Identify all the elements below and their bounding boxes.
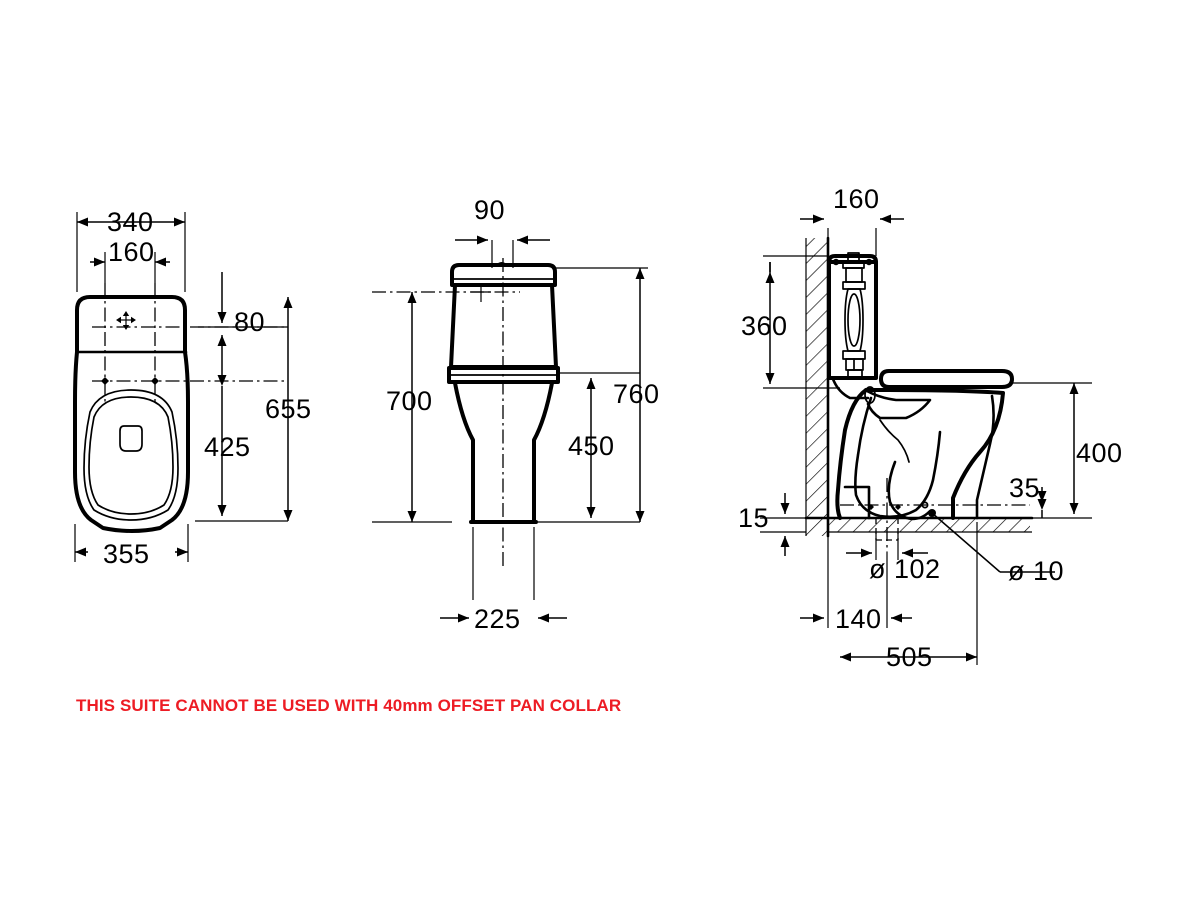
side-pan-outline — [835, 388, 1005, 520]
side-dim-140-label: 140 — [835, 604, 882, 634]
plan-dim-340-label: 340 — [107, 207, 154, 237]
front-dimension-90: 90 — [455, 195, 550, 268]
warning-note: THIS SUITE CANNOT BE USED WITH 40mm OFFS… — [76, 696, 621, 715]
side-dim-400-label: 400 — [1076, 438, 1123, 468]
plan-dimension-655: 655 — [265, 297, 312, 521]
plan-center-cross-marker — [116, 311, 136, 330]
plan-dim-160-label: 160 — [108, 237, 155, 267]
side-cistern-lid — [827, 254, 878, 264]
side-leader-d10-dot — [928, 509, 936, 517]
front-cistern-collar — [447, 366, 560, 384]
side-pan-back-wall — [975, 394, 995, 520]
front-dimension-225: 225 — [440, 604, 567, 634]
side-dimension-d102: ø 102 — [846, 532, 941, 584]
plan-dimension-160: 160 — [90, 237, 170, 267]
plan-dimension-425: 425 — [195, 375, 288, 522]
plan-outlet-keyhole — [119, 425, 143, 452]
front-dimension-760: 760 — [556, 267, 660, 522]
plan-fixing-hole-left — [101, 377, 109, 385]
side-rim-detail-2 — [879, 419, 910, 463]
side-dimension-160: 160 — [800, 184, 904, 256]
plan-dim-80-label: 80 — [234, 307, 265, 337]
side-dim-360-label: 360 — [741, 311, 788, 341]
side-cistern-body — [827, 260, 878, 380]
side-wall-hatch — [806, 238, 828, 536]
side-dimension-400: 400 — [1012, 382, 1123, 519]
side-floor-hatch — [828, 518, 1030, 532]
plan-dimension-80: 80 — [198, 272, 288, 376]
plan-dim-425-label: 425 — [204, 432, 251, 462]
front-dimension-450: 450 — [538, 372, 640, 523]
front-dim-760-label: 760 — [613, 379, 660, 409]
side-dim-35-label: 35 — [1009, 473, 1040, 503]
side-dim-160-label: 160 — [833, 184, 880, 214]
front-flush-button — [496, 262, 508, 265]
side-cistern-lid-fixing-right — [865, 258, 873, 266]
side-cistern-valve-assembly — [842, 252, 866, 378]
side-trap-outlet — [887, 460, 931, 521]
front-dim-450-label: 450 — [568, 431, 615, 461]
plan-view: 340 160 355 80 — [73, 207, 312, 569]
side-dim-505-label: 505 — [886, 642, 933, 672]
plan-dim-355-label: 355 — [103, 539, 150, 569]
side-pan-bowl-inner — [854, 396, 942, 519]
front-dim-700-label: 700 — [386, 386, 433, 416]
front-dim-90-label: 90 — [474, 195, 505, 225]
front-center-cross-marker — [471, 283, 491, 302]
front-dim-225-label: 225 — [474, 604, 521, 634]
side-cistern-lid-fixing-left — [832, 258, 840, 266]
side-dimension-505: 505 — [840, 522, 978, 672]
plan-dimension-340: 340 — [77, 207, 185, 237]
side-view: 160 360 15 — [738, 184, 1123, 672]
side-dimension-15: 15 — [738, 493, 806, 556]
side-leader-d10 — [931, 512, 1001, 573]
side-dimension-140: 140 — [800, 532, 912, 634]
plan-fixing-hole-right — [151, 377, 159, 385]
side-seat-lid — [879, 369, 1014, 389]
side-flush-connector — [831, 377, 870, 400]
plan-bowl-ring-inner — [88, 396, 174, 515]
front-view: 90 225 700 450 — [372, 195, 660, 634]
side-dim-d102-label: ø 102 — [869, 554, 941, 584]
side-dim-15-label: 15 — [738, 503, 769, 533]
side-dimension-35: 35 — [1009, 473, 1047, 518]
plan-pan-outline — [73, 295, 190, 533]
front-dimension-700: 700 — [372, 292, 452, 523]
plan-bowl-ring-outer — [83, 389, 179, 521]
front-cistern-lid — [450, 263, 557, 287]
side-dim-d10-label: ø 10 — [1008, 556, 1064, 586]
side-dimension-360: 360 — [741, 255, 840, 389]
plan-dim-655-label: 655 — [265, 394, 312, 424]
side-rim-detail — [865, 389, 932, 420]
plan-dimension-355: 355 — [75, 539, 188, 569]
